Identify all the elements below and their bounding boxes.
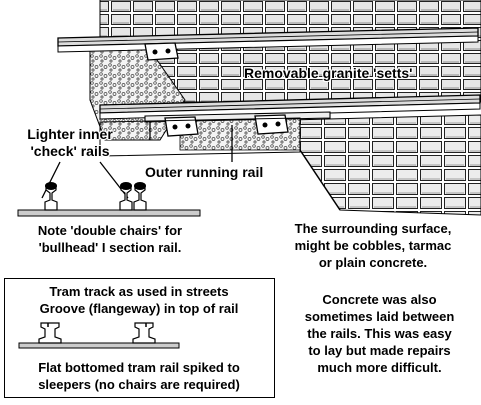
concrete-note: Concrete was also sometimes laid between… (278, 291, 481, 376)
concrete-note-line1: Concrete was also (322, 292, 437, 307)
tram-rail-left (38, 322, 62, 344)
tram-box-caption-line2: sleepers (no chairs are required) (38, 377, 240, 392)
check-rails-label-line1: Lighter inner (27, 126, 113, 142)
surface-note: The surrounding surface, might be cobble… (265, 220, 481, 271)
sleeper (99, 117, 301, 157)
double-chairs-section (17, 182, 201, 217)
check-rails-label: Lighter inner 'check' rails (22, 126, 118, 160)
upper-chair (144, 42, 179, 61)
concrete-note-line4: to lay but made repairs (308, 343, 451, 358)
tram-track-box: Tram track as used in streets Groove (fl… (4, 278, 275, 398)
tram-box-title-line1: Tram track as used in streets (49, 284, 229, 299)
tram-box-caption-line1: Flat bottomed tram rail spiked to (38, 360, 240, 375)
surface-note-line2: might be cobbles, tarmac (294, 238, 452, 253)
tram-rail-section (18, 322, 180, 349)
surface-note-line3: or plain concrete. (318, 255, 428, 270)
lower-setts-field (289, 114, 481, 216)
tram-box-title: Tram track as used in streets Groove (fl… (5, 283, 273, 317)
lower-chairs (164, 114, 289, 137)
running-rail-label: Outer running rail (145, 164, 264, 180)
tram-box-title-line2: Groove (flangeway) in top of rail (39, 301, 239, 316)
tram-sleeper (18, 342, 180, 349)
double-chairs-note: Note 'double chairs' for 'bullhead' I se… (10, 222, 210, 256)
surface-note-line1: The surrounding surface, (294, 221, 452, 236)
tram-rail-right (132, 322, 156, 344)
concrete-note-line5: much more difficult. (317, 360, 442, 375)
tram-box-caption: Flat bottomed tram rail spiked to sleepe… (5, 359, 273, 393)
double-chairs-note-line1: Note 'double chairs' for (37, 223, 183, 238)
check-rails-label-line2: 'check' rails (30, 143, 110, 159)
double-chairs-note-line2: 'bullhead' I section rail. (38, 240, 182, 255)
concrete-note-line3: the rails. This was easy (307, 326, 452, 341)
setts-label: Removable granite 'setts' (244, 65, 413, 81)
concrete-note-line2: sometimes laid between (304, 309, 455, 324)
